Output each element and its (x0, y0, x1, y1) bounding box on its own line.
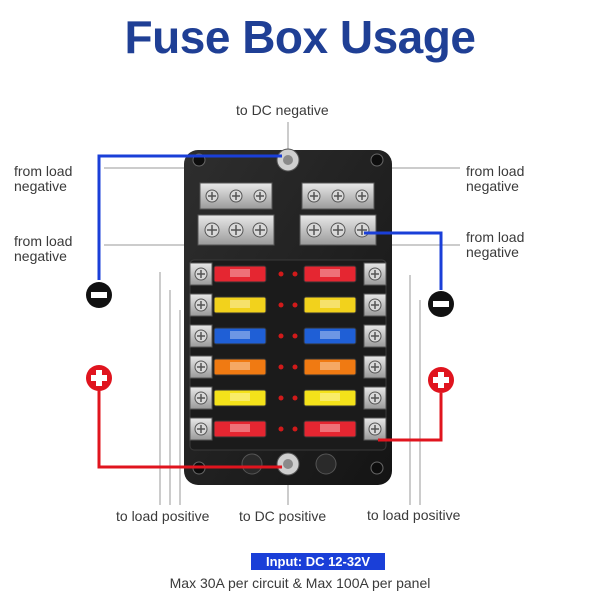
led-indicator (292, 302, 298, 308)
label-load-positive-left: to load positive (116, 508, 210, 524)
fuse-right (303, 296, 357, 314)
label-load-positive-right: to load positive (367, 507, 461, 523)
fuse-window (320, 362, 340, 370)
fuse-window (320, 269, 340, 277)
input-voltage-badge: Input: DC 12-32V (251, 553, 385, 570)
screw (194, 422, 208, 436)
fuse-left (213, 420, 267, 438)
negative-symbol-left (86, 282, 112, 308)
fuse-window (230, 393, 250, 401)
label-dc-negative: to DC negative (236, 102, 329, 118)
led-indicator (292, 395, 298, 401)
screw (253, 189, 267, 203)
led-indicator (278, 333, 284, 339)
screw (205, 189, 219, 203)
fuse-rows (189, 262, 387, 441)
fuse-left (213, 296, 267, 314)
fuse-window (230, 362, 250, 370)
screw (228, 222, 244, 238)
fuse-window (320, 331, 340, 339)
led-indicator (292, 333, 298, 339)
label-line: from load (466, 229, 525, 245)
fuse-left (213, 389, 267, 407)
led-indicator (278, 364, 284, 370)
fuse-window (320, 393, 340, 401)
fuse-window (230, 331, 250, 339)
positive-symbol-left (86, 365, 112, 391)
label-line: from load (466, 163, 525, 179)
dc-positive-stud (241, 452, 337, 476)
page-title: Fuse Box Usage (124, 11, 476, 63)
fuse-window (230, 424, 250, 432)
label-line: negative (14, 178, 67, 194)
fuse-left (213, 327, 267, 345)
dc-negative-stud (276, 148, 300, 172)
label-line: from load (14, 163, 73, 179)
label-from-load-negative-mid-right: from load negative (466, 230, 524, 260)
fuse-right (303, 420, 357, 438)
negative-wires (97, 154, 443, 290)
screw (194, 267, 208, 281)
label-dc-positive: to DC positive (239, 508, 327, 524)
fuse-window (320, 424, 340, 432)
screw (330, 222, 346, 238)
led-indicator (278, 302, 284, 308)
screw (368, 360, 382, 374)
fuse-left (213, 358, 267, 376)
fuse-window (230, 300, 250, 308)
screw (368, 329, 382, 343)
positive-wires (97, 390, 443, 469)
label-from-load-negative-top-right: from load negative (466, 164, 524, 194)
screw (368, 422, 382, 436)
label-from-load-negative-mid-left: from load negative (14, 234, 72, 264)
screw (368, 298, 382, 312)
footnote: Max 30A per circuit & Max 100A per panel (169, 575, 431, 591)
screw (194, 360, 208, 374)
screw (368, 267, 382, 281)
screw (368, 391, 382, 405)
led-indicator (278, 426, 284, 432)
led-indicator (292, 271, 298, 277)
label-from-load-negative-top-left: from load negative (14, 164, 72, 194)
fuse-window (320, 300, 340, 308)
led-indicator (278, 395, 284, 401)
screw (354, 222, 370, 238)
fuse-right (303, 265, 357, 283)
screw (194, 391, 208, 405)
label-line: negative (466, 244, 519, 260)
screw (229, 189, 243, 203)
led-indicator (292, 364, 298, 370)
label-line: negative (466, 178, 519, 194)
label-line: from load (14, 233, 73, 249)
positive-symbol-right (428, 367, 454, 393)
screw (252, 222, 268, 238)
screw (194, 329, 208, 343)
led-indicator (292, 426, 298, 432)
fuse-window (230, 269, 250, 277)
screw (307, 189, 321, 203)
led-indicator (278, 271, 284, 277)
fuse-left (213, 265, 267, 283)
screw (355, 189, 369, 203)
screw (306, 222, 322, 238)
screw (204, 222, 220, 238)
label-line: negative (14, 248, 67, 264)
screw (194, 298, 208, 312)
fuse-right (303, 327, 357, 345)
fuse-right (303, 358, 357, 376)
screw (331, 189, 345, 203)
fuse-right (303, 389, 357, 407)
negative-symbol-right (428, 291, 454, 317)
